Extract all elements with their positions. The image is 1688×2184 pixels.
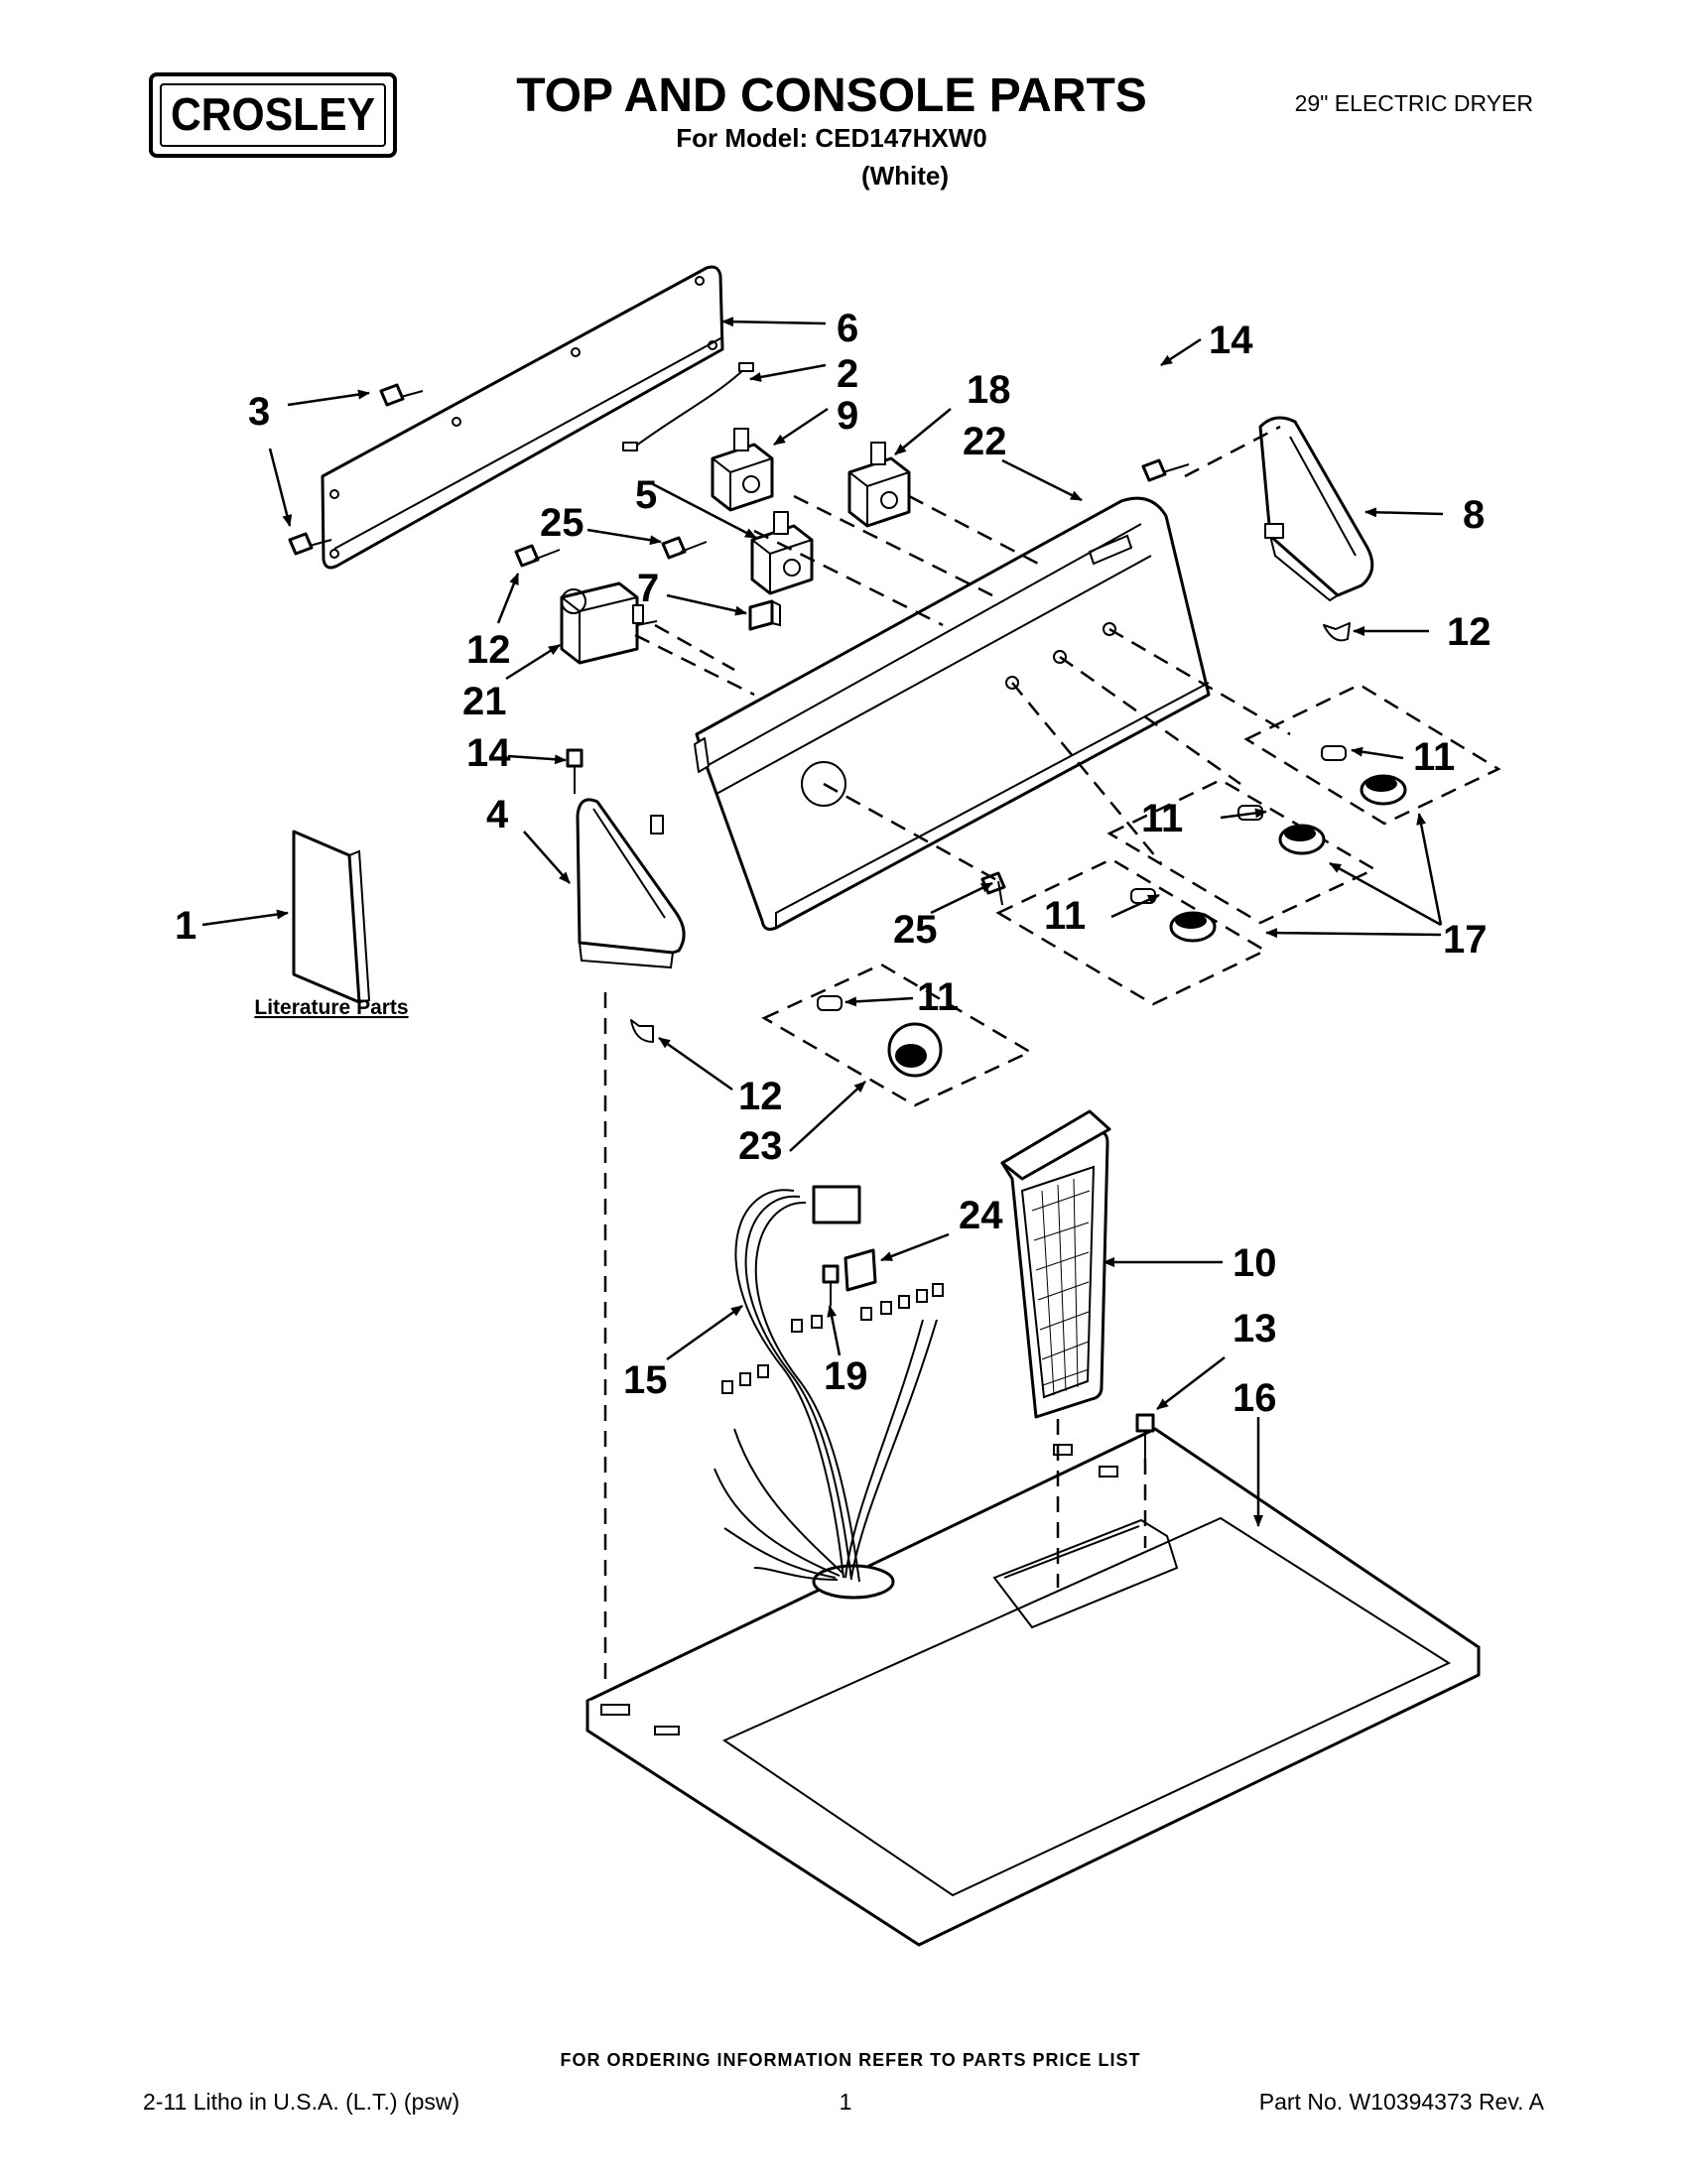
knob-group-low — [995, 857, 1268, 1006]
clip-12-left — [630, 1019, 654, 1043]
part-number: Part No. W10394373 Rev. A — [1259, 2089, 1545, 2115]
callout-25-lower: 25 — [893, 908, 938, 952]
callout-12-upper: 12 — [466, 628, 511, 672]
callout-13: 13 — [1233, 1307, 1277, 1350]
callout-19: 19 — [824, 1354, 868, 1398]
switch-9 — [711, 428, 774, 512]
callout-15: 15 — [623, 1358, 668, 1402]
callout-24: 24 — [959, 1194, 1003, 1237]
knob-group-timer — [761, 963, 1033, 1107]
screw-14-left — [566, 748, 584, 794]
switch-18 — [847, 442, 911, 528]
leader-arrows — [201, 317, 1444, 1527]
callout-11-mid: 11 — [1141, 797, 1183, 840]
page-title: TOP AND CONSOLE PARTS — [516, 69, 1147, 122]
brand-logo: CROSLEY — [149, 72, 397, 158]
screw-19 — [822, 1264, 840, 1306]
callout-21: 21 — [462, 680, 507, 723]
model-line: For Model: CED147HXW0 — [676, 123, 987, 153]
console-panel — [694, 496, 1211, 931]
literature-parts-label: Literature Parts — [254, 996, 408, 1019]
screw-14-right — [1141, 458, 1190, 482]
bracket-24 — [844, 1248, 877, 1292]
color-line: (White) — [861, 161, 949, 191]
ground-wire — [622, 362, 754, 451]
console-back-panel — [321, 265, 724, 570]
callout-9: 9 — [837, 394, 858, 438]
timer-21 — [560, 581, 658, 665]
endcap-right — [1258, 416, 1374, 602]
callout-3: 3 — [248, 390, 270, 434]
assembly-lines — [603, 425, 1291, 1687]
callout-2: 2 — [837, 352, 858, 396]
page-number: 1 — [840, 2089, 852, 2115]
callout-11-timer: 11 — [917, 975, 959, 1019]
screw-3-lower — [288, 532, 332, 556]
screw-12-upper — [514, 544, 561, 568]
callout-11-top: 11 — [1413, 735, 1455, 779]
screw-13 — [1135, 1413, 1155, 1459]
clip-12-right — [1323, 622, 1351, 642]
callout-11-low: 11 — [1044, 894, 1086, 938]
brand-name: CROSLEY — [171, 88, 375, 140]
callout-18: 18 — [967, 368, 1011, 412]
lint-screen — [1000, 1109, 1111, 1419]
product-type: 29" ELECTRIC DRYER — [1295, 90, 1533, 116]
callout-4: 4 — [486, 793, 509, 836]
callout-14-left: 14 — [466, 731, 511, 775]
wire-harness — [714, 1185, 944, 1583]
callout-14-right: 14 — [1209, 319, 1253, 362]
callout-25-upper: 25 — [540, 501, 584, 545]
callout-23: 23 — [738, 1124, 783, 1168]
bracket-7 — [748, 599, 781, 631]
callout-8: 8 — [1463, 493, 1485, 537]
callout-22: 22 — [963, 420, 1007, 463]
callout-10: 10 — [1233, 1241, 1277, 1285]
callout-1: 1 — [175, 904, 196, 948]
callout-6: 6 — [837, 307, 858, 350]
callout-12-lower: 12 — [738, 1075, 783, 1118]
print-info: 2-11 Litho in U.S.A. (L.T.) (psw) — [143, 2089, 459, 2115]
top-cover — [585, 1427, 1481, 1947]
callout-17: 17 — [1443, 918, 1488, 962]
callout-5: 5 — [635, 473, 657, 517]
callout-12-right: 12 — [1447, 610, 1492, 654]
callout-16: 16 — [1233, 1376, 1277, 1420]
knob-group-top — [1243, 683, 1501, 826]
callout-7: 7 — [637, 567, 659, 610]
endcap-left — [576, 798, 686, 969]
switch-5 — [750, 511, 814, 595]
screw-25-upper — [661, 536, 708, 560]
ordering-note: FOR ORDERING INFORMATION REFER TO PARTS … — [560, 2050, 1140, 2070]
literature-book — [292, 830, 371, 1004]
screw-3-upper — [379, 383, 424, 407]
